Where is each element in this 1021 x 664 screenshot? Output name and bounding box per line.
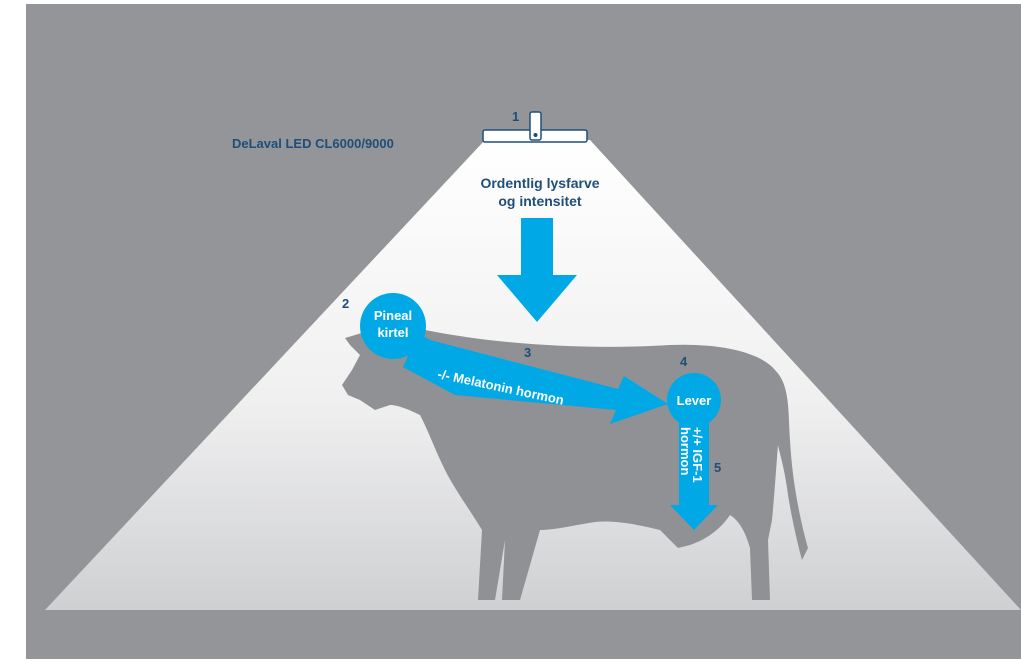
light-down-arrow (497, 218, 577, 322)
igf-label-line1: +/+ IGF-1 (690, 427, 705, 483)
light-quality-label-line2: og intensitet (498, 193, 582, 209)
led-lamp (482, 111, 588, 143)
melatonin-arrow (403, 333, 668, 424)
pineal-label-line2: kirtel (377, 325, 408, 340)
step-1-number: 1 (512, 109, 519, 124)
pineal-label-line1: Pineal (374, 308, 412, 323)
step-3-number: 3 (524, 345, 531, 360)
light-quality-label-line1: Ordentlig lysfarve (480, 175, 599, 191)
igf-arrow (670, 420, 718, 530)
igf-label-line2: hormon (678, 427, 693, 475)
liver-label: Lever (677, 393, 712, 408)
lamp-led-dot (533, 133, 538, 137)
step-2-number: 2 (342, 296, 349, 311)
pineal-gland-circle (360, 293, 426, 359)
liver-circle (667, 373, 721, 427)
product-label: DeLaval LED CL6000/9000 (232, 136, 394, 151)
step-4-number: 4 (680, 354, 688, 369)
lamp-hanger (529, 111, 542, 141)
step-5-number: 5 (714, 460, 721, 475)
